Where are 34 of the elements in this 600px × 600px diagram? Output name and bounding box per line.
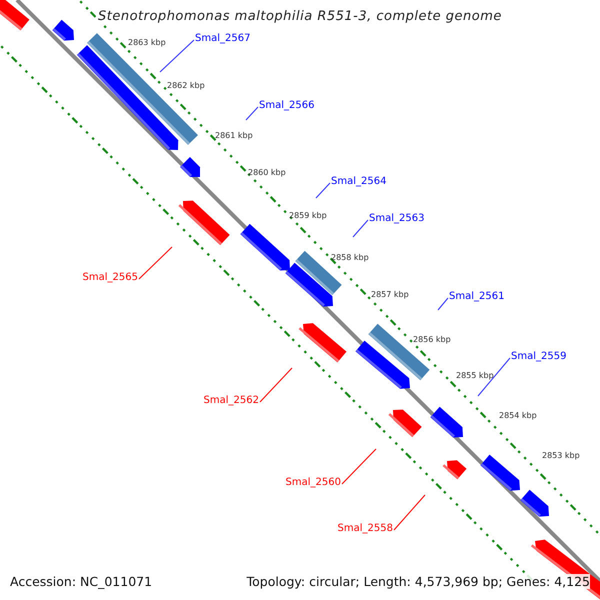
tick-label: 2853 kbp [542, 451, 580, 461]
tick-label: 2861 kbp [215, 131, 253, 141]
gene-label: Smal_2567 [195, 33, 250, 45]
tick-label: 2858 kbp [331, 253, 369, 263]
footer-text: Accession: NC_011071 [10, 574, 152, 589]
gene-label: Smal_2565 [82, 272, 138, 284]
diagram-title: Stenotrophomonas maltophilia R551-3, complete genome [96, 9, 504, 25]
gene-label: Smal_2561 [449, 291, 504, 303]
gene-label: Smal_2558 [338, 523, 393, 535]
gene-label: Smal_2566 [259, 100, 314, 112]
leader-line [260, 368, 292, 402]
leader-line [160, 40, 194, 72]
tick-label: 2856 kbp [413, 335, 451, 345]
gene-label: Smal_2563 [369, 213, 424, 225]
tick-label: 2860 kbp [248, 168, 286, 178]
tick-label: 2863 kbp [128, 38, 166, 48]
leader-line [394, 494, 426, 530]
tick-label: 2854 kbp [499, 411, 537, 421]
gene-label: Smal_2560 [286, 477, 341, 489]
leader-line [478, 358, 510, 396]
tick-label: 2857 kbp [371, 290, 409, 300]
tick-label: 2855 kbp [456, 371, 494, 381]
leader-line [352, 220, 368, 238]
gene-label: Smal_2562 [204, 395, 259, 407]
leader-line [316, 182, 330, 198]
tick-label: 2862 kbp [167, 81, 205, 91]
gene-label: Smal_2564 [331, 176, 386, 188]
gene-label: Smal_2559 [511, 351, 566, 363]
footer-text: Topology: circular; Length: 4,573,969 bp; Genes: 4,125 [246, 574, 590, 589]
leader-line [138, 246, 172, 280]
leader-line [246, 106, 258, 120]
leader-line [342, 448, 376, 484]
tick-label: 2859 kbp [289, 211, 327, 221]
leader-line [438, 298, 448, 310]
